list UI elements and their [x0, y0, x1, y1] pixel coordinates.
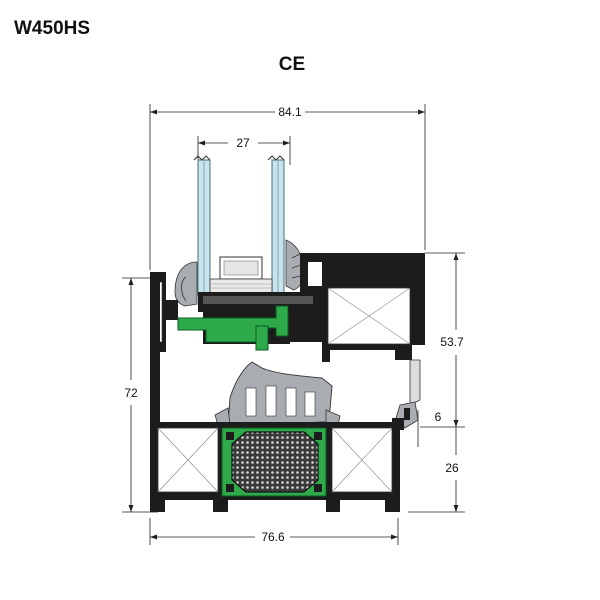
glazing-seals [174, 239, 305, 307]
sash-thermal-gasket [177, 305, 289, 351]
dim-overall-top-width: 84.1 [278, 105, 302, 119]
dim-overall-height: 72 [124, 386, 138, 400]
dim-glass-thickness: 27 [236, 136, 250, 150]
dim-overall-bottom-width: 76.6 [261, 530, 285, 544]
dim-sash-height: 53.7 [440, 335, 464, 349]
weather-strip [395, 359, 421, 429]
certification-label: CE [278, 54, 306, 75]
dimension-arrows [128, 109, 459, 540]
dim-frame-height: 26 [445, 461, 459, 475]
frame-thermal-break [221, 427, 327, 497]
dim-gap: 6 [435, 410, 442, 424]
product-title: W450HS [14, 18, 91, 39]
glazing-unit [193, 155, 285, 296]
drainage-seal [214, 361, 341, 426]
